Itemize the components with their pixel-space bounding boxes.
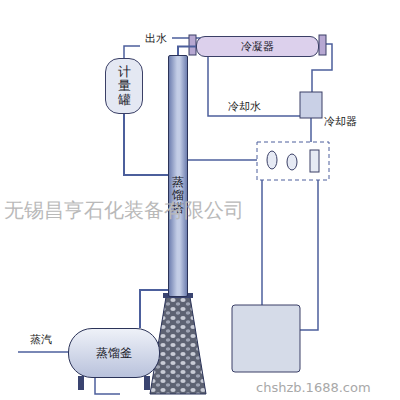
watermark: 无锡昌亨石化装备有限公司	[4, 197, 244, 224]
node-label: 蒸馏釜	[96, 345, 132, 362]
part-label: 冷却器	[324, 114, 357, 129]
node-label: 冷凝器	[241, 39, 274, 54]
watermark: chshzb.1688.com	[256, 380, 371, 395]
pipe	[124, 114, 168, 175]
part-label: 出水	[145, 31, 167, 46]
pipe	[140, 290, 168, 328]
node-label: 计量罐	[118, 65, 131, 108]
metering-tank: 计量罐	[105, 58, 143, 114]
part-label: 蒸汽	[30, 332, 52, 347]
distillation-column: 蒸馏塔	[168, 55, 188, 297]
still-pot: 蒸馏釜	[68, 328, 160, 378]
pipe	[178, 47, 196, 56]
part-label: 冷却水	[228, 99, 261, 114]
condenser: 冷凝器	[196, 36, 319, 57]
